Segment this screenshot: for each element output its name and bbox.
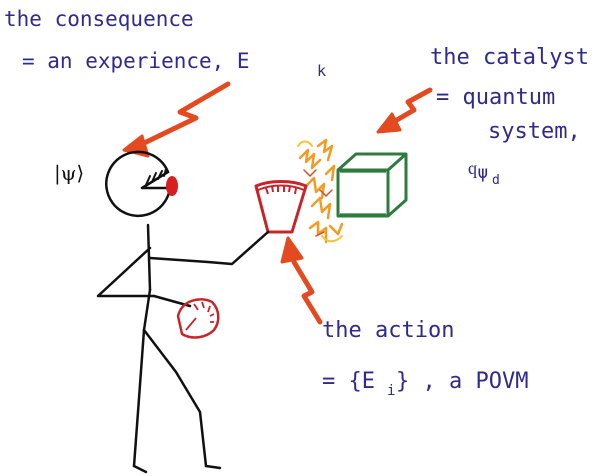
- nose-icon: [166, 176, 178, 196]
- action-title: the action: [322, 318, 454, 343]
- action-subscript: i: [387, 383, 395, 399]
- spark-icon: [303, 169, 333, 237]
- action-definition-rest: } , a POVM: [396, 369, 528, 394]
- dial-meter-icon: [176, 298, 220, 339]
- psi-ket-label: |ψ⟩: [54, 161, 84, 186]
- catalyst-label: the catalyst = quantum system, ϥψ d: [430, 45, 589, 188]
- cube-icon: [336, 152, 408, 218]
- consequence-subscript: k: [317, 62, 326, 80]
- catalyst-subscript: d: [492, 173, 500, 188]
- consequence-definition: = an experience, E: [22, 49, 250, 73]
- catalyst-symbol: ϥψ: [468, 162, 488, 183]
- zigzag-arrow-icon: [122, 81, 231, 158]
- consequence-title: the consequence: [4, 7, 194, 31]
- consequence-label: the consequence = an experience, E k: [4, 7, 326, 80]
- spark-icon: [297, 140, 343, 243]
- stick-figure: [96, 150, 270, 474]
- action-definition: = {E: [322, 369, 375, 394]
- catalyst-title: the catalyst: [430, 45, 589, 70]
- action-label: the action = {E i } , a POVM: [322, 318, 528, 399]
- catalyst-definition: = quantum: [436, 85, 555, 110]
- spark-icon: [298, 138, 344, 244]
- zigzag-arrow-icon: [280, 236, 323, 325]
- meter-head-icon: [105, 150, 172, 218]
- zigzag-arrow-icon: [376, 87, 433, 134]
- catalyst-system: system,: [488, 119, 581, 144]
- measuring-cup-icon: [254, 180, 308, 234]
